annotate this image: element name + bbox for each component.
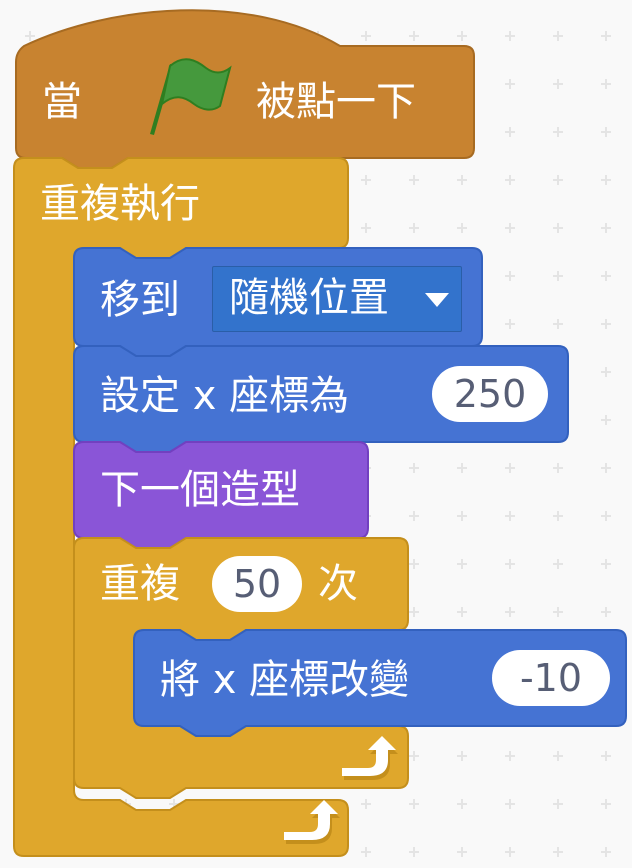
grid-plus-mark [409,223,419,233]
grid-plus-mark [601,799,611,809]
grid-plus-mark [553,799,563,809]
grid-plus-mark [553,463,563,473]
grid-plus-mark [505,607,515,617]
grid-plus-mark [601,223,611,233]
grid-plus-mark [505,271,515,281]
grid-plus-mark [409,463,419,473]
grid-plus-mark [409,559,419,569]
grid-plus-mark [601,559,611,569]
clicked-label: 被點一下 [256,79,416,125]
grid-plus-mark [553,175,563,185]
grid-plus-mark [361,31,371,41]
grid-plus-mark [409,607,419,617]
grid-plus-mark [601,463,611,473]
grid-plus-mark [601,31,611,41]
green-flag-icon [150,58,232,135]
go-to-label: 移到 [100,277,180,323]
grid-plus-mark [601,607,611,617]
grid-plus-mark [553,127,563,137]
grid-plus-mark [601,319,611,329]
dropdown-value: 隨機位置 [229,275,389,321]
grid-plus-mark [505,223,515,233]
repeat-times-label: 次 [318,561,358,607]
grid-plus-mark [409,511,419,521]
grid-plus-mark [457,559,467,569]
grid-plus-mark [457,751,467,761]
grid-plus-mark [601,847,611,857]
grid-plus-mark [553,607,563,617]
grid-plus-mark [553,223,563,233]
grid-plus-mark [601,415,611,425]
grid-plus-mark [409,847,419,857]
grid-plus-mark [553,79,563,89]
grid-plus-mark [553,511,563,521]
grid-plus-mark [553,319,563,329]
grid-plus-mark [361,847,371,857]
grid-plus-mark [505,799,515,809]
grid-plus-mark [553,559,563,569]
grid-plus-mark [505,559,515,569]
grid-plus-mark [457,847,467,857]
grid-plus-mark [457,607,467,617]
grid-plus-mark [457,223,467,233]
grid-plus-mark [505,319,515,329]
repeat-label: 重複 [100,561,180,607]
grid-plus-mark [457,175,467,185]
chevron-down-icon [425,293,449,307]
grid-plus-mark [505,511,515,521]
grid-plus-mark [457,463,467,473]
grid-plus-mark [361,175,371,185]
grid-plus-mark [409,751,419,761]
forever-label: 重複執行 [40,181,200,227]
grid-plus-mark [505,751,515,761]
grid-plus-mark [505,175,515,185]
grid-plus-mark [457,799,467,809]
grid-plus-mark [505,463,515,473]
grid-plus-mark [25,31,35,41]
grid-plus-mark [505,79,515,89]
grid-plus-mark [601,175,611,185]
grid-plus-mark [505,847,515,857]
set-x-value-input[interactable]: 250 [432,366,548,422]
grid-plus-mark [601,367,611,377]
grid-plus-mark [409,799,419,809]
loop-arrow-icon [342,736,398,780]
grid-plus-mark [601,127,611,137]
grid-plus-mark [553,271,563,281]
grid-plus-mark [457,511,467,521]
grid-plus-mark [601,79,611,89]
grid-plus-mark [361,223,371,233]
change-x-label: 將 x 座標改變 [160,657,410,703]
grid-plus-mark [505,127,515,137]
loop-arrow-icon [284,800,340,844]
set-x-label: 設定 x 座標為 [100,373,350,419]
grid-plus-mark [505,31,515,41]
grid-plus-mark [409,175,419,185]
position-dropdown[interactable]: 隨機位置 [212,266,462,332]
grid-plus-mark [553,847,563,857]
repeat-count-input[interactable]: 50 [212,556,302,612]
grid-plus-mark [457,31,467,41]
when-label: 當 [42,79,82,125]
grid-plus-mark [361,799,371,809]
next-costume-label: 下一個造型 [100,467,300,513]
forever-block[interactable] [13,157,349,857]
change-x-value-input[interactable]: -10 [492,650,610,706]
grid-plus-mark [601,751,611,761]
grid-plus-mark [553,751,563,761]
grid-plus-mark [601,271,611,281]
grid-plus-mark [601,511,611,521]
grid-plus-mark [553,31,563,41]
grid-plus-mark [409,31,419,41]
